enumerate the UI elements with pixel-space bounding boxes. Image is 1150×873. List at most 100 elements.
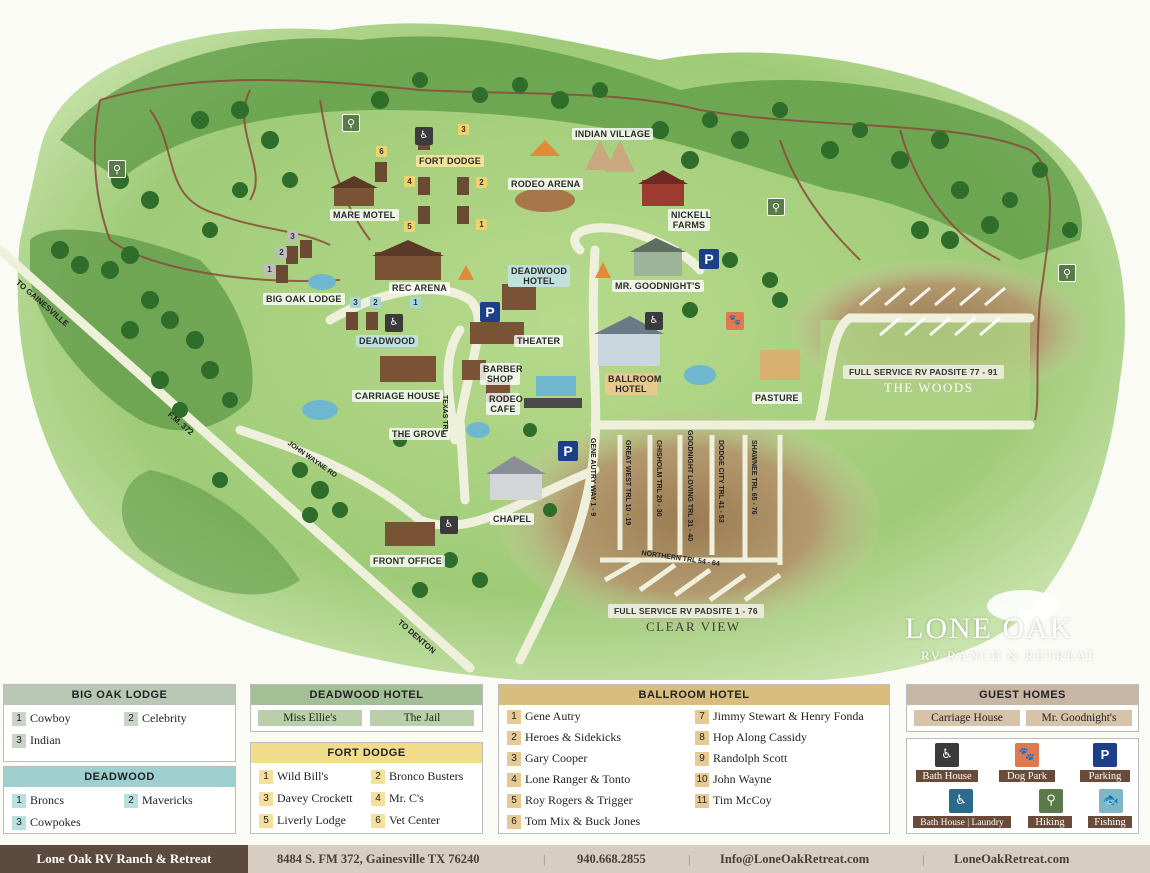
bath-house-caption: Bath House [915,769,979,783]
big-oak-cabin-2-tag: 2 [276,247,287,258]
carriage-house-label: CARRIAGE HOUSE [352,390,444,402]
big-oak-lodge-label: BIG OAK LODGE [263,293,345,305]
fort-dodge-cabin-6-tag: 6 [376,146,387,157]
rodeo-cafe-label: RODEO CAFE [486,393,523,415]
legend-icons: ♿ Bath House 🐾 Dog Park P Parking ♿ Bath… [906,738,1139,834]
deadwood-hotel-label: DEADWOOD HOTEL [508,265,570,287]
logo-subtitle: RV RANCH & RETREAT [921,648,1097,663]
footer-separator: | [543,852,546,866]
footer-separator: | [688,852,691,866]
mare-motel-label: MARE MOTEL [330,209,399,221]
legend-deadwood-hotel-title: DEADWOOD HOTEL [251,685,482,705]
legend-chip: The Jail [370,710,474,726]
chapel-label: CHAPEL [490,513,535,525]
bath-laundry-caption: Bath House | Laundry [912,815,1012,829]
front-office-label: FRONT OFFICE [370,555,445,567]
nickell-farms-label: NICKELL FARMS [668,209,711,231]
legend-deadwood-hotel: DEADWOOD HOTEL Miss Ellie's The Jail [250,684,483,732]
goodnight-loving-trl-label: GOODNIGHT LOVING TRL 31 - 40 [686,430,693,542]
parking-icon: P [558,441,578,461]
big-oak-cabin-3-tag: 3 [287,231,298,242]
dodge-city-trl-label: DODGE CITY TRL 41 - 53 [717,440,724,523]
the-woods-label: THE WOODS [884,380,974,395]
dog-park-icon: 🐾 [1015,743,1039,767]
logo-title: LONE OAK [905,612,1074,645]
fishing-caption: Fishing [1087,815,1133,829]
fort-dodge-cabin-4-tag: 4 [404,176,415,187]
fort-dodge-cabin-3-tag: 3 [458,124,469,135]
hiking-caption: Hiking [1027,815,1073,829]
big-oak-cabin-1-tag: 1 [264,264,275,275]
hiking-icon: ⚲ [108,160,126,178]
clear-view-label: CLEAR VIEW [646,619,741,634]
deadwood-cabin-1-tag: 1 [410,297,421,308]
hiking-icon: ⚲ [767,198,785,216]
footer-separator: | [922,852,925,866]
bath-house-icon: ♿ [415,127,433,145]
legend-chip: Miss Ellie's [258,710,362,726]
footer-email[interactable]: Info@LoneOakRetreat.com [720,852,870,866]
rodeo-arena-label: RODEO ARENA [508,178,584,190]
padsite-woods-label: FULL SERVICE RV PADSITE 77 - 91 [843,365,1004,379]
legend-deadwood-title: DEADWOOD [4,767,235,787]
footer-website[interactable]: LoneOakRetreat.com [954,852,1070,866]
fort-dodge-cabin-5-tag: 5 [404,221,415,232]
parking-icon: P [480,302,500,322]
chisholm-trl-label: CHISHOLM TRL 20 - 30 [655,440,662,517]
bath-house-icon: ♿ [645,312,663,330]
fort-dodge-cabin-2-tag: 2 [476,177,487,188]
deadwood-cabin-3-tag: 3 [350,297,361,308]
parking-caption: Parking [1079,769,1131,783]
ballroom-hotel-label: BALLROOM HOTEL [605,373,661,395]
deadwood-cabin-2-tag: 2 [370,297,381,308]
footer-phone[interactable]: 940.668.2855 [577,852,646,866]
footer-address: 8484 S. FM 372, Gainesville TX 76240 [277,852,480,866]
mr-goodnights-label: MR. GOODNIGHT'S [612,280,704,292]
legend-chip: Carriage House [914,710,1020,726]
shawnee-trl-label: SHAWNEE TRL 65 - 76 [750,440,757,515]
the-grove-label: THE GROVE [389,428,450,440]
legend-guest-homes: GUEST HOMES Carriage House Mr. Goodnight… [906,684,1139,732]
lone-oak-logo: LONE OAK RV RANCH & RETREAT [905,588,1145,668]
fort-dodge-cabin-1-tag: 1 [476,219,487,230]
legend-ballroom-hotel-title: BALLROOM HOTEL [499,685,889,705]
hiking-icon: ⚲ [1058,264,1076,282]
dog-park-caption: Dog Park [998,769,1056,783]
parking-icon: P [699,249,719,269]
theater-label: THEATER [514,335,564,347]
legend-chip: Mr. Goodnight's [1026,710,1132,726]
footer-business-name: Lone Oak RV Ranch & Retreat [0,845,248,873]
bath-house-icon: ♿ [385,314,403,332]
padsite-clear-label: FULL SERVICE RV PADSITE 1 - 76 [608,604,764,618]
great-west-trl-label: GREAT WEST TRL 10 - 19 [624,440,631,526]
gene-autry-way-label: GENE AUTRY WAY 1 - 9 [589,438,596,517]
fishing-icon: 🐟 [1099,789,1123,813]
ranch-map: FORT DODGE MARE MOTEL INDIAN VILLAGE ROD… [0,23,1145,684]
pasture-label: PASTURE [752,392,802,404]
legend-fort-dodge-title: FORT DODGE [251,743,482,763]
deadwood-label: DEADWOOD [356,335,419,347]
rec-arena-label: REC ARENA [389,282,450,294]
oak-tree-icon [987,590,1059,632]
bath-house-icon: ♿ [935,743,959,767]
